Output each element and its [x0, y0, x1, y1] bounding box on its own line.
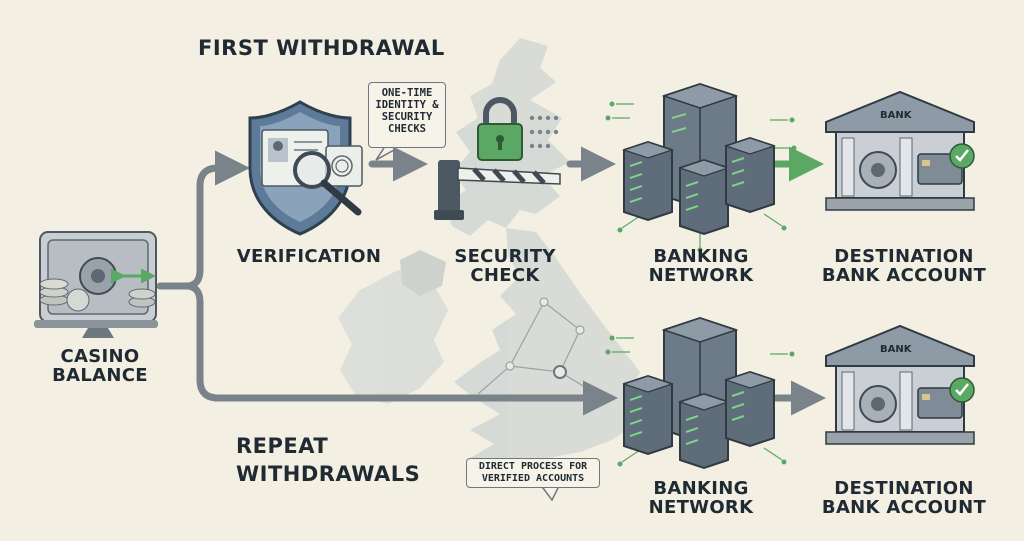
- bank-building-icon-bottom: [825, 324, 975, 445]
- magnifier-icon: [293, 151, 362, 216]
- label-destination-bank-bottom: DESTINATION BANK ACCOUNT: [821, 478, 987, 518]
- title-first-withdrawal: FIRST WITHDRAWAL: [198, 36, 445, 60]
- title-repeat-withdrawals: REPEAT WITHDRAWALS: [236, 434, 421, 487]
- bank-sign-bottom: BANK: [880, 344, 913, 355]
- label-casino-balance: CASINO BALANCE: [52, 346, 148, 386]
- callout-direct-process: DIRECT PROCESS FOR VERIFIED ACCOUNTS: [466, 458, 600, 488]
- label-banking-network-top: BANKING NETWORK: [648, 246, 754, 286]
- callout-identity-tail: [375, 147, 395, 161]
- label-verification: VERIFICATION: [236, 246, 382, 267]
- split-arrow-top: [156, 150, 250, 290]
- bank-building-icon-top: [825, 90, 975, 211]
- label-destination-bank-top: DESTINATION BANK ACCOUNT: [821, 246, 987, 286]
- server-cluster-icon-top: [605, 82, 797, 253]
- casino-safe-icon: [34, 231, 158, 338]
- map-network-overlay: [477, 297, 601, 397]
- callout-identity-checks: ONE-TIME IDENTITY & SECURITY CHECKS: [368, 82, 446, 148]
- flow-arrows: [156, 146, 826, 416]
- split-arrow-bottom: [182, 282, 618, 416]
- barrier-gate-icon: [434, 160, 561, 220]
- server-cluster-icon-bottom: [605, 316, 795, 470]
- label-banking-network-bottom: BANKING NETWORK: [648, 478, 754, 518]
- callout-direct-tail: [539, 483, 561, 502]
- label-security-check: SECURITY CHECK: [454, 246, 556, 286]
- bank-sign-top: BANK: [880, 110, 913, 121]
- padlock-icon: [477, 97, 559, 161]
